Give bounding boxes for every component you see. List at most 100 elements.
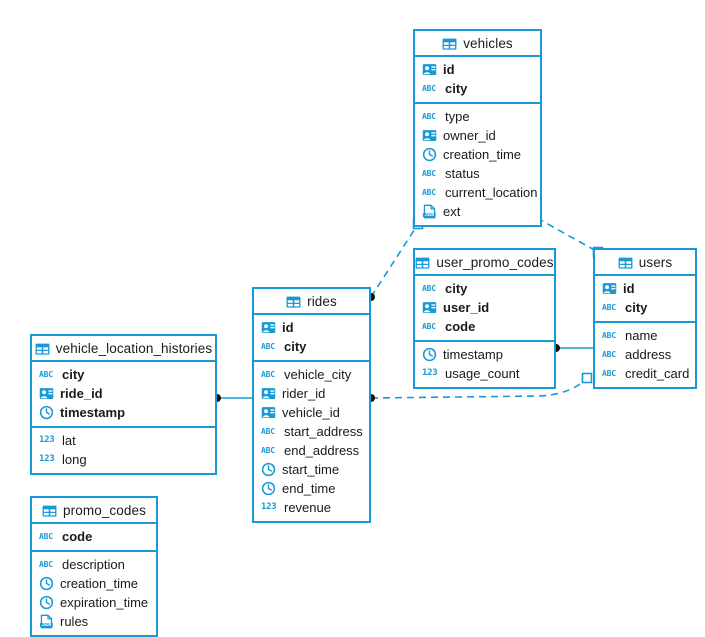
table-grid-icon bbox=[442, 37, 457, 50]
table-column[interactable]: timestamp bbox=[415, 345, 554, 364]
column-name: ext bbox=[443, 204, 461, 219]
relationship-line bbox=[536, 217, 599, 253]
table-header[interactable]: users bbox=[595, 250, 695, 276]
primary-key-column[interactable]: ABC city bbox=[595, 298, 695, 317]
abc-icon: ABC bbox=[39, 370, 53, 379]
abc-icon: ABC bbox=[602, 303, 616, 312]
table-name: vehicle_location_histories bbox=[55, 340, 213, 356]
table-column[interactable]: 123 lat bbox=[32, 431, 215, 450]
column-name: city bbox=[625, 300, 648, 315]
column-name: code bbox=[445, 319, 476, 334]
abc-icon: ABC bbox=[261, 370, 275, 379]
table-column[interactable]: JSON ext bbox=[415, 202, 540, 221]
column-name: description bbox=[62, 557, 125, 572]
table-header[interactable]: promo_codes bbox=[32, 498, 156, 524]
table-header[interactable]: vehicles bbox=[415, 31, 540, 57]
abc-icon: ABC bbox=[39, 532, 53, 541]
table-column[interactable]: vehicle_id bbox=[254, 403, 369, 422]
clock-icon bbox=[261, 462, 276, 477]
column-name: timestamp bbox=[443, 347, 503, 362]
abc-icon: ABC bbox=[422, 169, 436, 178]
column-name: revenue bbox=[284, 500, 331, 515]
relationship-vehiclelocationhistories-rides[interactable] bbox=[213, 394, 252, 402]
column-name: usage_count bbox=[445, 366, 520, 381]
table-header[interactable]: rides bbox=[254, 289, 369, 315]
relationship-userpromocodes-users[interactable] bbox=[552, 344, 593, 352]
table-column[interactable]: start_time bbox=[254, 460, 369, 479]
table-column[interactable]: 123 revenue bbox=[254, 498, 369, 517]
id-card-icon bbox=[261, 405, 276, 420]
abc-icon: ABC bbox=[422, 112, 436, 121]
column-name: city bbox=[445, 81, 468, 96]
svg-text:JSON: JSON bbox=[425, 212, 435, 217]
table-name: rides bbox=[307, 293, 337, 309]
column-name: start_time bbox=[282, 462, 340, 477]
primary-key-column[interactable]: user_id bbox=[415, 298, 554, 317]
column-name: credit_card bbox=[625, 366, 690, 381]
table-column[interactable]: 123 long bbox=[32, 450, 215, 469]
id-card-icon bbox=[261, 386, 276, 401]
123-icon: 123 bbox=[39, 435, 55, 445]
primary-key-column[interactable]: ride_id bbox=[32, 384, 215, 403]
table-column[interactable]: rider_id bbox=[254, 384, 369, 403]
table-name: vehicles bbox=[463, 35, 513, 51]
id-card-icon bbox=[422, 128, 437, 143]
column-name: long bbox=[62, 452, 87, 467]
clock-icon bbox=[39, 576, 54, 591]
primary-key-column[interactable]: id bbox=[254, 318, 369, 337]
column-name: ride_id bbox=[60, 386, 103, 401]
column-name: lat bbox=[62, 433, 76, 448]
column-name: city bbox=[62, 367, 85, 382]
primary-key-column[interactable]: timestamp bbox=[32, 403, 215, 422]
table-header[interactable]: user_promo_codes bbox=[415, 250, 554, 276]
123-icon: 123 bbox=[261, 502, 277, 512]
123-icon: 123 bbox=[39, 454, 55, 464]
table-header[interactable]: vehicle_location_histories bbox=[32, 336, 215, 362]
clock-icon bbox=[422, 147, 437, 162]
abc-icon: ABC bbox=[602, 331, 616, 340]
abc-icon: ABC bbox=[602, 350, 616, 359]
table-column[interactable]: end_time bbox=[254, 479, 369, 498]
table-column[interactable]: creation_time bbox=[32, 574, 156, 593]
primary-key-column[interactable]: ABC city bbox=[32, 365, 215, 384]
primary-key-column[interactable]: id bbox=[595, 279, 695, 298]
table-column[interactable]: owner_id bbox=[415, 126, 540, 145]
clock-icon bbox=[422, 347, 437, 362]
table-name: users bbox=[638, 254, 673, 270]
table-column[interactable]: creation_time bbox=[415, 145, 540, 164]
abc-icon: ABC bbox=[261, 342, 275, 351]
primary-key-column[interactable]: id bbox=[415, 60, 540, 79]
table-column[interactable]: expiration_time bbox=[32, 593, 156, 612]
table-name: promo_codes bbox=[63, 502, 146, 518]
